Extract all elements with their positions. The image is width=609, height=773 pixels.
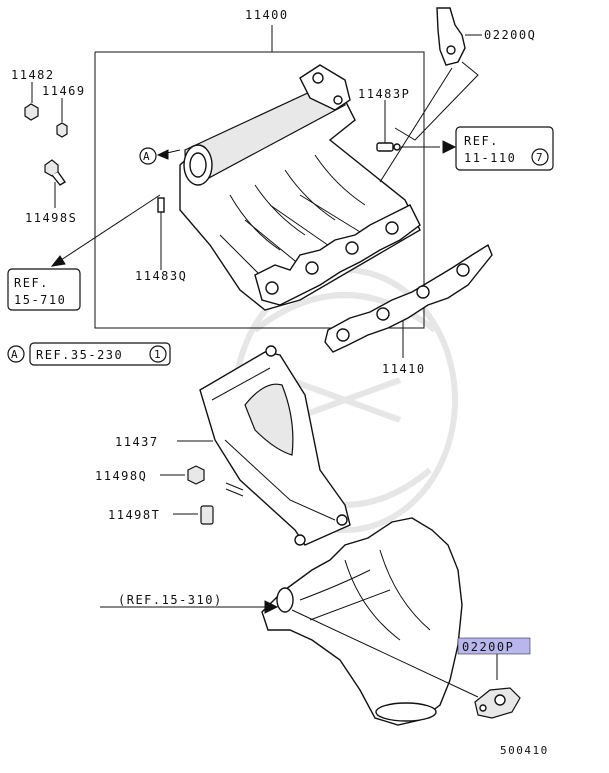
exhaust-manifold — [261, 517, 463, 726]
label-11400: 11400 — [245, 8, 289, 22]
bolt-11498s: 11498S — [25, 159, 77, 225]
nut-11482: 11482 — [11, 68, 55, 121]
svg-text:11437: 11437 — [115, 435, 159, 449]
svg-text:11498S: 11498S — [25, 211, 77, 225]
nut-11469: 11469 — [42, 84, 86, 138]
bracket-02200p: 02200P — [291, 609, 531, 719]
svg-text:11469: 11469 — [42, 84, 86, 98]
gasket-11410: 11410 — [324, 243, 493, 376]
stay-11437: 11437 — [115, 345, 351, 546]
svg-text:1: 1 — [154, 348, 161, 361]
bracket-02200q: 02200Q — [379, 7, 536, 183]
svg-text:11-110: 11-110 — [464, 151, 516, 165]
group-box — [94, 51, 425, 329]
diagram-id: 500410 — [500, 744, 549, 757]
svg-text:11498Q: 11498Q — [95, 469, 147, 483]
label-02200q: 02200Q — [484, 28, 536, 42]
highlight-02200p — [457, 637, 531, 655]
svg-text:7: 7 — [536, 151, 543, 164]
svg-text:A: A — [143, 150, 150, 163]
svg-text:REF.: REF. — [464, 134, 499, 148]
svg-text:11498T: 11498T — [108, 508, 160, 522]
svg-text:(REF.15-310): (REF.15-310) — [118, 593, 223, 607]
bolt-11498t: 11498T — [108, 505, 214, 525]
svg-text:11410: 11410 — [382, 362, 426, 376]
stud-11483q: 11483Q — [135, 197, 187, 283]
stud-11483p: 11483P — [358, 87, 457, 154]
ref-15-710: REF. 15-710 — [7, 194, 161, 311]
label-11483p: 11483P — [358, 87, 410, 101]
ref-35-230: A REF.35-230 1 — [7, 342, 171, 366]
bolt-11498q: 11498Q — [95, 465, 244, 497]
arrow-marker-a: A — [139, 147, 181, 165]
svg-text:11483Q: 11483Q — [135, 269, 187, 283]
svg-text:15-710: 15-710 — [14, 293, 66, 307]
svg-text:REF.35-230: REF.35-230 — [36, 348, 123, 362]
svg-text:11482: 11482 — [11, 68, 55, 82]
svg-text:REF.: REF. — [14, 276, 49, 290]
intake-manifold — [179, 64, 421, 311]
label-02200p[interactable]: 02200P — [462, 640, 514, 654]
ref-15-310: (REF.15-310) — [100, 593, 279, 614]
svg-text:A: A — [11, 348, 18, 361]
ref-11-110: REF. 11-110 7 — [455, 126, 554, 171]
